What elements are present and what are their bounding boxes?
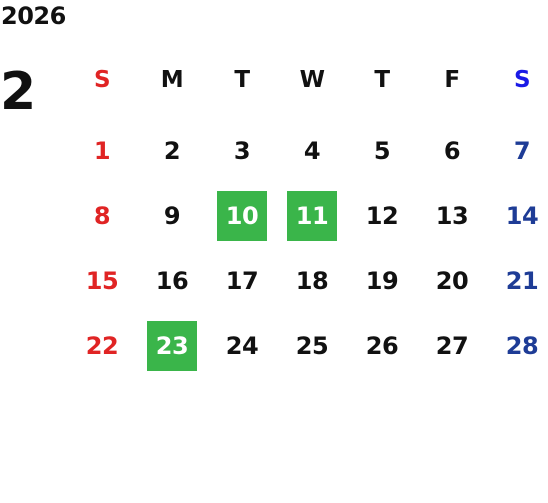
weekday-label: F	[444, 67, 460, 93]
day-cell[interactable]: 18	[277, 248, 347, 313]
day-cell[interactable]: 21	[487, 248, 548, 313]
day-number: 7	[513, 136, 531, 165]
day-cell[interactable]: 19	[347, 248, 417, 313]
day-cell[interactable]: 16	[137, 248, 207, 313]
day-cell[interactable]: 12	[347, 183, 417, 248]
day-cell[interactable]: 17	[207, 248, 277, 313]
day-cell[interactable]: 7	[487, 118, 548, 183]
day-cell[interactable]: 13	[417, 183, 487, 248]
day-number: 13	[435, 201, 469, 230]
day-number: 3	[233, 136, 251, 165]
day-number: 2	[163, 136, 181, 165]
day-number: 20	[435, 266, 469, 295]
day-number: 9	[163, 201, 181, 230]
day-cell[interactable]: 24	[207, 313, 277, 378]
day-number: 8	[93, 201, 111, 230]
day-number: 16	[155, 266, 189, 295]
day-number: 22	[85, 331, 119, 360]
day-cell[interactable]: 10	[207, 183, 277, 248]
year-label: 2026	[1, 2, 66, 30]
day-number: 24	[225, 331, 259, 360]
day-number: 17	[225, 266, 259, 295]
day-cell[interactable]: 6	[417, 118, 487, 183]
holiday-highlight: 11	[287, 190, 337, 241]
day-cell[interactable]: 14	[487, 183, 548, 248]
weekday-header-friday: F	[417, 58, 487, 102]
day-number: 10	[225, 201, 259, 230]
day-cell[interactable]: 28	[487, 313, 548, 378]
day-cell[interactable]: 20	[417, 248, 487, 313]
weekday-header-row: S M T W T F S	[67, 58, 548, 102]
day-cell[interactable]: 22	[67, 313, 137, 378]
day-number: 19	[365, 266, 399, 295]
day-number: 1	[93, 136, 111, 165]
weekday-label: S	[93, 67, 111, 93]
day-cell[interactable]: 5	[347, 118, 417, 183]
day-number: 28	[505, 331, 539, 360]
day-cell[interactable]: 15	[67, 248, 137, 313]
weekday-header-sunday: S	[67, 58, 137, 102]
day-number: 15	[85, 266, 119, 295]
day-cell[interactable]: 9	[137, 183, 207, 248]
weekday-label: W	[299, 67, 325, 93]
day-number: 11	[295, 201, 329, 230]
weekday-label: M	[160, 67, 184, 93]
day-cell[interactable]: 11	[277, 183, 347, 248]
weekday-label: T	[234, 67, 250, 93]
weekday-label: S	[513, 67, 531, 93]
day-cell[interactable]: 4	[277, 118, 347, 183]
month-number: 2	[0, 62, 37, 122]
holiday-highlight: 23	[147, 320, 197, 371]
day-cell[interactable]: 8	[67, 183, 137, 248]
weekday-header-thursday: T	[347, 58, 417, 102]
holiday-highlight: 10	[217, 190, 267, 241]
day-number: 27	[435, 331, 469, 360]
day-number: 23	[155, 331, 189, 360]
day-number: 5	[373, 136, 391, 165]
day-cell[interactable]: 23	[137, 313, 207, 378]
day-number: 18	[295, 266, 329, 295]
weekday-header-saturday: S	[487, 58, 548, 102]
day-number: 4	[303, 136, 321, 165]
weekday-header-monday: M	[137, 58, 207, 102]
day-cell[interactable]: 25	[277, 313, 347, 378]
weekday-header-tuesday: T	[207, 58, 277, 102]
day-number: 26	[365, 331, 399, 360]
weekday-header-wednesday: W	[277, 58, 347, 102]
day-cell[interactable]: 1	[67, 118, 137, 183]
day-number: 6	[443, 136, 461, 165]
day-number: 14	[505, 201, 539, 230]
day-number: 21	[505, 266, 539, 295]
day-cell[interactable]: 26	[347, 313, 417, 378]
day-number: 25	[295, 331, 329, 360]
day-cell[interactable]: 27	[417, 313, 487, 378]
day-cell[interactable]: 3	[207, 118, 277, 183]
day-number: 12	[365, 201, 399, 230]
day-cell[interactable]: 2	[137, 118, 207, 183]
weekday-label: T	[374, 67, 390, 93]
